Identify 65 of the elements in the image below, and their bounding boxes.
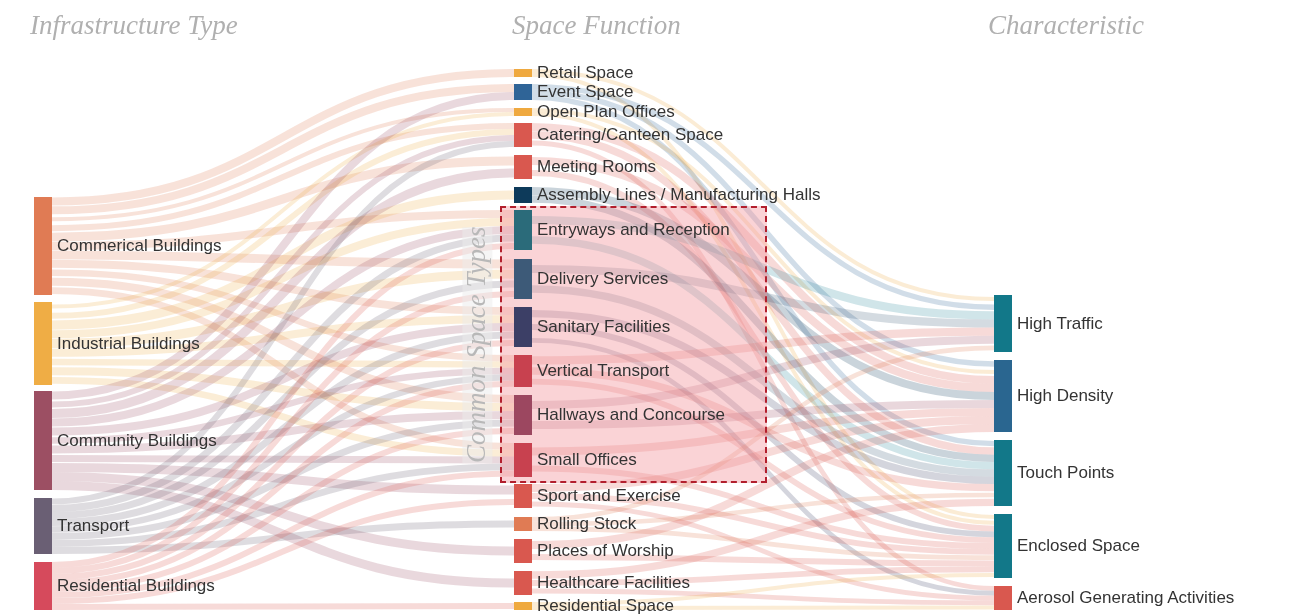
flow-band	[51, 84, 515, 215]
node-label: High Density	[1017, 386, 1114, 406]
node-label: Sport and Exercise	[537, 486, 681, 506]
flow-band	[531, 140, 995, 591]
flow-band	[532, 605, 994, 610]
flow-band	[531, 501, 995, 601]
flow-band	[531, 170, 995, 532]
flow-band	[531, 498, 995, 579]
flow-band	[531, 187, 995, 400]
node-label: Event Space	[537, 82, 634, 102]
flow-band	[51, 499, 515, 604]
node-label: Residential Space	[537, 596, 675, 614]
flow-band	[531, 424, 995, 549]
node-label: Enclosed Space	[1017, 536, 1140, 556]
node-label: Assembly Lines / Manufacturing Halls	[537, 185, 821, 205]
flow-band	[531, 416, 995, 492]
node-label: Industrial Buildings	[57, 333, 200, 354]
node-label: Rolling Stock	[537, 514, 637, 534]
node-label: Aerosol Generating Activities	[1017, 588, 1235, 608]
node-label: Transport	[57, 516, 130, 536]
flow-band	[531, 345, 995, 522]
flow-band	[51, 108, 515, 222]
flow-band	[531, 526, 995, 560]
flow-band	[51, 168, 515, 418]
flow-band	[51, 135, 515, 408]
flow-band	[51, 69, 515, 206]
column-title: Space Function	[512, 10, 681, 41]
node-label: Entryways and Reception	[537, 220, 730, 240]
flow-band	[51, 156, 515, 242]
flow-band	[51, 123, 515, 232]
node-label: Meeting Rooms	[537, 157, 657, 177]
flow-band	[532, 566, 994, 586]
node-label: Delivery Services	[537, 269, 669, 289]
flow-band	[531, 157, 995, 392]
flow-band	[51, 190, 515, 330]
node-label: Community Buildings	[57, 430, 217, 451]
flow-band	[532, 554, 994, 567]
node-label: Vertical Transport	[537, 361, 670, 381]
flow-band	[51, 472, 515, 556]
node-label: Catering/Canteen Space	[537, 125, 724, 145]
node-label: Commerical Buildings	[57, 236, 222, 256]
flow-band	[531, 492, 995, 527]
flow-band	[51, 463, 515, 495]
flow-band	[531, 573, 995, 606]
node-label: Places of Worship	[537, 541, 674, 561]
flow-band	[51, 92, 515, 400]
node-label: Sanitary Facilities	[537, 317, 671, 337]
column-title: Infrastructure Type	[30, 10, 238, 41]
flow-band	[52, 603, 514, 610]
node-label: Residential Buildings	[57, 576, 215, 596]
node-label: High Traffic	[1017, 313, 1103, 334]
flow-band	[51, 481, 515, 588]
node-label: Small Offices	[537, 450, 637, 470]
column-title: Characteristic	[988, 10, 1144, 41]
node-label: Touch Points	[1017, 463, 1115, 483]
node-label: Healthcare Facilities	[537, 573, 691, 593]
flow-band	[532, 588, 994, 606]
flow-band	[531, 493, 995, 555]
flow-band	[51, 520, 515, 554]
node-label: Hallways and Concourse	[537, 405, 726, 425]
flow-band	[531, 195, 995, 462]
group-label: Common Space Types	[462, 226, 493, 463]
node-label: Retail Space	[537, 63, 634, 83]
flow-band	[51, 141, 515, 505]
node-label: Open Plan Offices	[537, 102, 675, 122]
